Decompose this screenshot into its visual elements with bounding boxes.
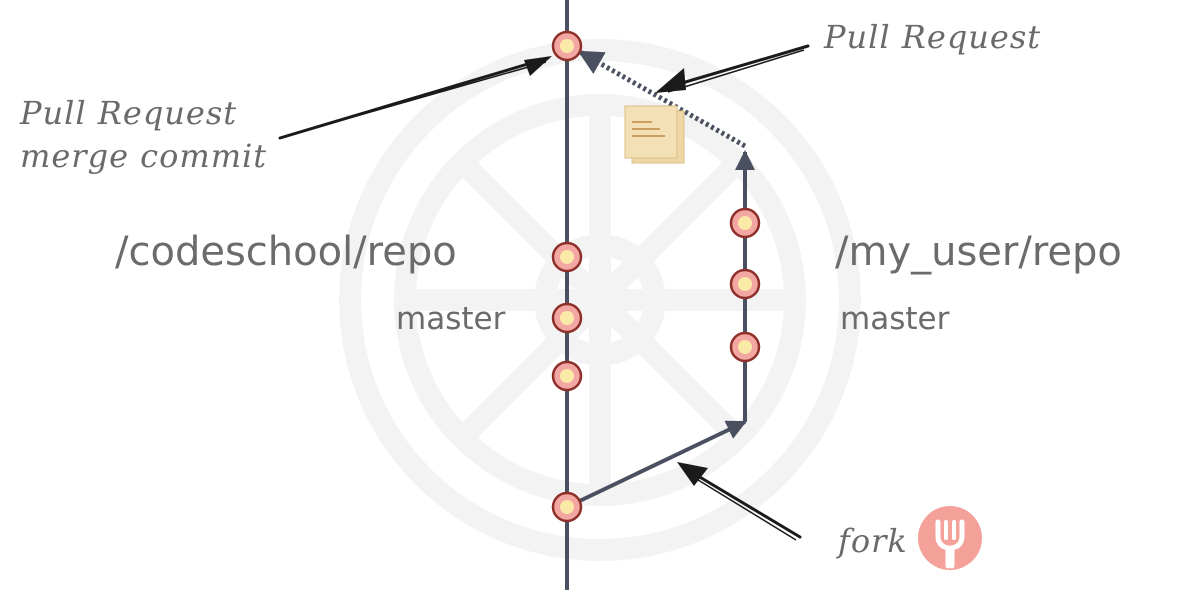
commit-node — [729, 268, 761, 300]
merge-commit-note: Pull Request merge commit — [20, 92, 267, 178]
commit-node — [551, 360, 583, 392]
fork-icon — [918, 506, 982, 570]
upstream-repo-name: /codeschool/repo — [115, 229, 457, 275]
merge-note-line2: merge commit — [20, 137, 268, 176]
document-icon — [624, 105, 685, 164]
fork-connector-line — [566, 420, 747, 509]
merge-note-line1: Pull Request — [20, 94, 238, 132]
fork-repo-name: /my_user/repo — [835, 229, 1122, 275]
upstream-branch-name: master — [396, 301, 506, 337]
commit-node — [551, 302, 583, 334]
fork-callout-arrow — [677, 462, 802, 541]
fork-note: fork — [838, 522, 908, 560]
merge-callout-arrow — [278, 56, 552, 140]
commit-node — [551, 491, 583, 523]
pull-request-path — [577, 49, 747, 149]
watermark-logo — [339, 39, 861, 561]
pull-request-callout-arrow — [655, 44, 810, 93]
commit-node — [729, 331, 761, 363]
commit-node — [729, 207, 761, 239]
commit-node — [551, 241, 583, 273]
fork-branch-name: master — [840, 301, 950, 337]
pull-request-note: Pull Request — [824, 18, 1042, 56]
commit-node — [551, 30, 583, 62]
